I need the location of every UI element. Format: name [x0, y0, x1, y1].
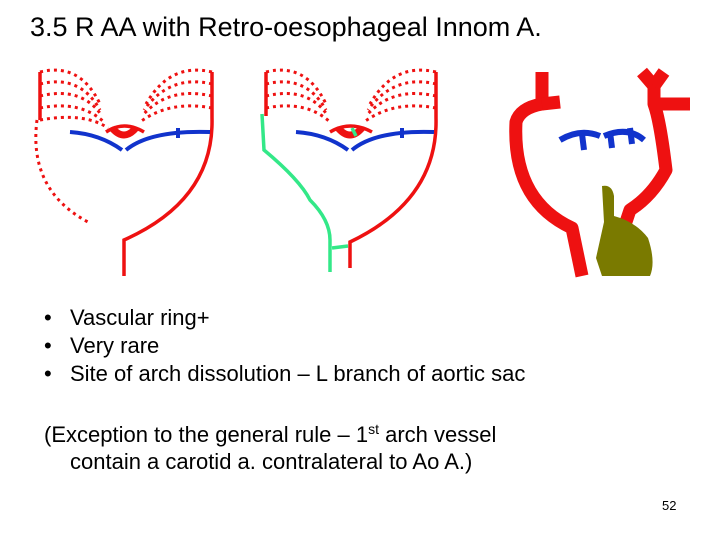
oesophagus-line [262, 114, 356, 272]
superscript-st: st [368, 421, 379, 437]
list-item: • Very rare [44, 332, 525, 360]
venous-channels [296, 128, 434, 150]
bullet-text: Site of arch dissolution – L branch of a… [70, 360, 525, 388]
aortic-arch-vessels [266, 72, 436, 268]
note-line-1: (Exception to the general rule – 1st arc… [44, 416, 496, 448]
note-text: arch vessel [379, 422, 496, 447]
bullet-list: • Vascular ring+ • Very rare • Site of a… [44, 304, 525, 388]
note-line-2: contain a carotid a. contralateral to Ao… [44, 448, 496, 475]
aortic-arch-diagrams [0, 0, 720, 290]
bullet-text: Very rare [70, 332, 159, 360]
bullet-symbol: • [44, 332, 70, 360]
bullet-text: Vascular ring+ [70, 304, 210, 332]
list-item: • Site of arch dissolution – L branch of… [44, 360, 525, 388]
aortic-arch-vessels [40, 72, 212, 276]
note-text: (Exception to the general rule – 1 [44, 422, 368, 447]
bullet-symbol: • [44, 304, 70, 332]
exception-note: (Exception to the general rule – 1st arc… [44, 416, 496, 475]
arch-diagram-2 [262, 70, 436, 272]
arch-diagram-1 [36, 70, 212, 276]
venous-channels [560, 128, 644, 150]
dissolved-arch-segments [36, 70, 212, 222]
list-item: • Vascular ring+ [44, 304, 525, 332]
arch-diagram-3 [516, 72, 690, 276]
dissolved-arch-segments [266, 70, 436, 122]
aortic-sac [338, 128, 362, 135]
bullet-symbol: • [44, 360, 70, 388]
aortic-sac [112, 128, 136, 135]
page-number: 52 [662, 498, 676, 513]
